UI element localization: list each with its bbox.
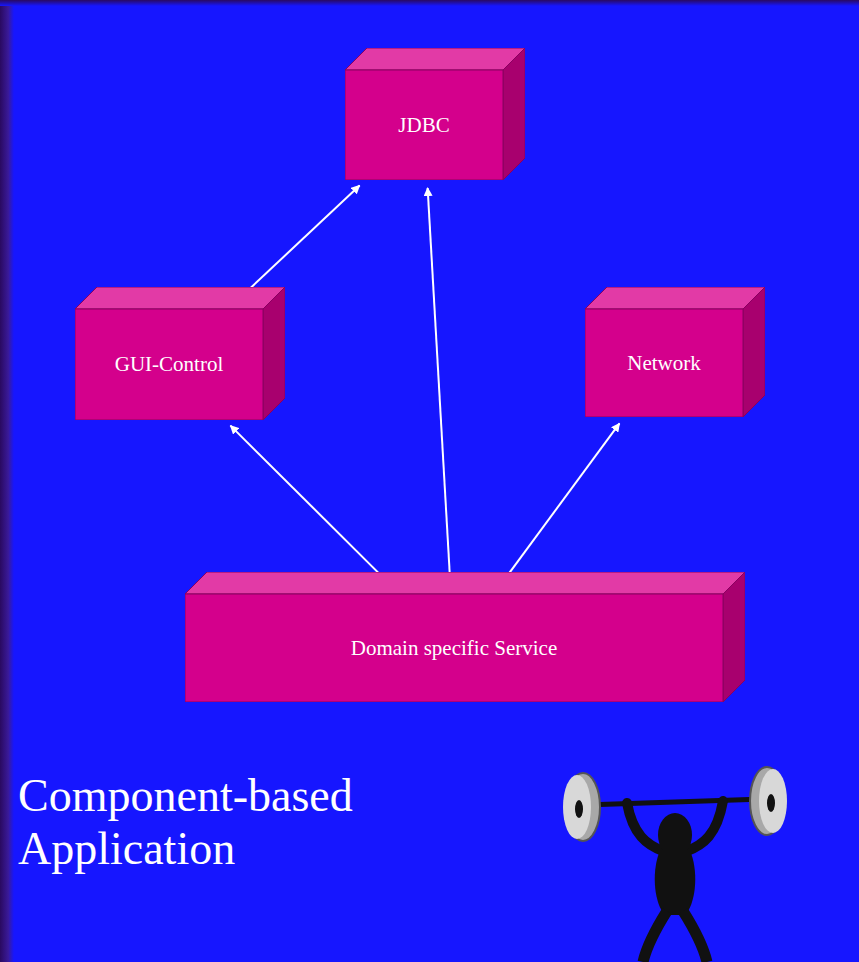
frame-strip bbox=[0, 0, 14, 962]
bidirectional-arrow bbox=[234, 185, 360, 303]
component-box: GUI-Control bbox=[75, 287, 285, 420]
component-box: Domain specific Service bbox=[185, 572, 745, 702]
component-label: Network bbox=[627, 351, 700, 375]
component-label: JDBC bbox=[398, 113, 449, 137]
slide-caption: Component-based Application bbox=[18, 770, 418, 876]
bidirectional-arrow bbox=[499, 423, 620, 587]
bidirectional-arrow bbox=[230, 426, 394, 589]
weightlifter-illustration bbox=[555, 765, 795, 962]
component-label: GUI-Control bbox=[115, 352, 224, 376]
frame-strip bbox=[0, 0, 859, 6]
bidirectional-arrow bbox=[428, 188, 451, 586]
component-label: Domain specific Service bbox=[351, 636, 557, 660]
component-box: Network bbox=[585, 287, 765, 417]
component-box: JDBC bbox=[345, 48, 525, 180]
